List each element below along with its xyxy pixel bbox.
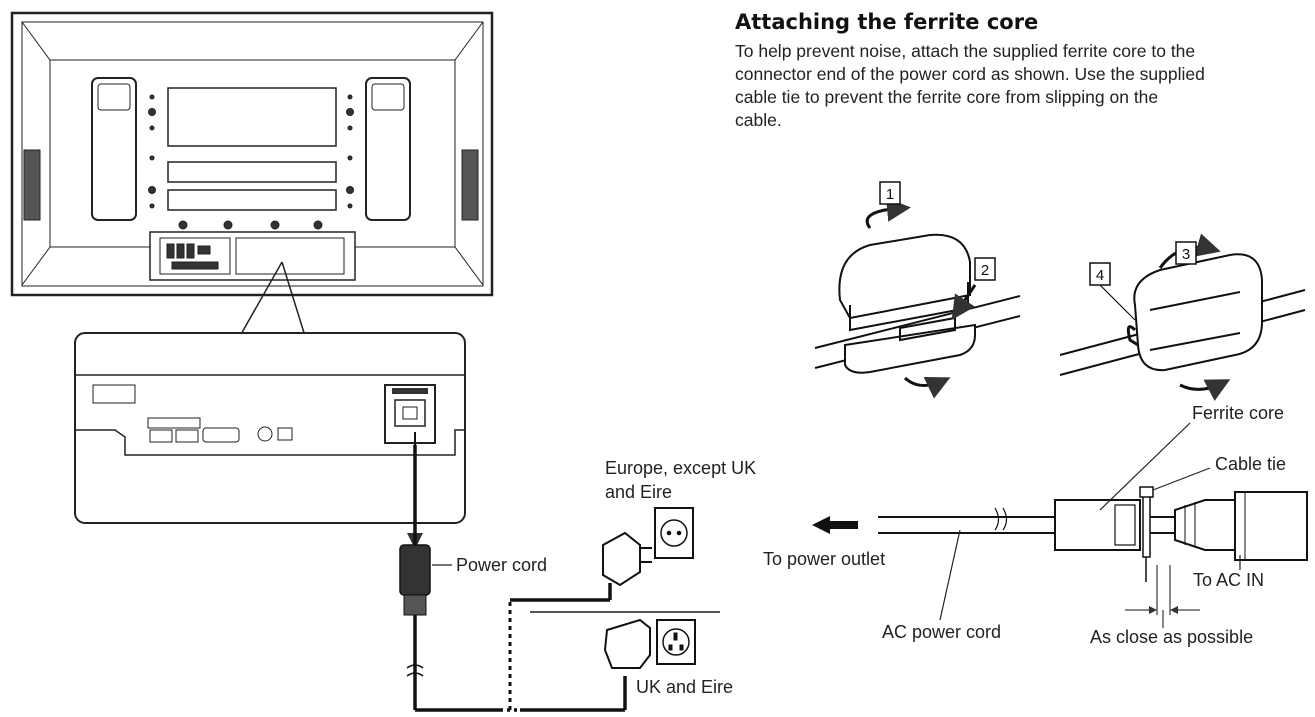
intro-line: cable tie to prevent the ferrite core fr… <box>735 87 1159 107</box>
europe-plug-illustration <box>602 507 694 587</box>
step-1-label: 1 <box>886 186 894 203</box>
uk-plug-illustration <box>603 618 696 669</box>
step-2-label: 2 <box>981 262 989 279</box>
intro-line: To help prevent noise, attach the suppli… <box>735 41 1196 61</box>
to-power-outlet-label: To power outlet <box>763 549 885 569</box>
power-cord-label: Power cord <box>456 555 547 575</box>
step-4-leader <box>1099 284 1136 321</box>
ac-power-cord-assembly <box>812 486 1308 628</box>
step-3-label: 3 <box>1182 246 1190 263</box>
power-cord <box>399 432 627 712</box>
ferrite-core-label: Ferrite core <box>1192 403 1284 423</box>
tv-rear-illustration <box>10 11 494 297</box>
europe-label-line2: and Eire <box>605 482 672 502</box>
intro-line: connector end of the power cord as shown… <box>735 64 1205 84</box>
uk-label: UK and Eire <box>636 677 733 697</box>
step-4-label: 4 <box>1096 267 1104 284</box>
zoom-callout-lines <box>239 261 306 337</box>
step-1-box: 1 <box>879 181 901 205</box>
step-3-box: 3 <box>1175 241 1197 265</box>
europe-label-line1: Europe, except UK <box>605 458 756 478</box>
to-ac-in-label: To AC IN <box>1193 570 1264 590</box>
terminal-panel-zoom <box>74 332 466 524</box>
ferrite-core-closed-illustration <box>1059 233 1306 401</box>
ac-power-cord-label: AC power cord <box>882 622 1001 642</box>
intro-paragraph: To help prevent noise, attach the suppli… <box>735 40 1305 132</box>
as-close-as-possible-label: As close as possible <box>1090 627 1253 647</box>
step-4-box: 4 <box>1089 262 1111 286</box>
section-heading: Attaching the ferrite core <box>735 10 1039 34</box>
right-callout-lines <box>939 422 1241 621</box>
cable-tie-label: Cable tie <box>1215 454 1286 474</box>
step-2-box: 2 <box>974 257 996 281</box>
ferrite-core-open-illustration <box>814 197 1021 399</box>
intro-line: cable. <box>735 110 782 130</box>
